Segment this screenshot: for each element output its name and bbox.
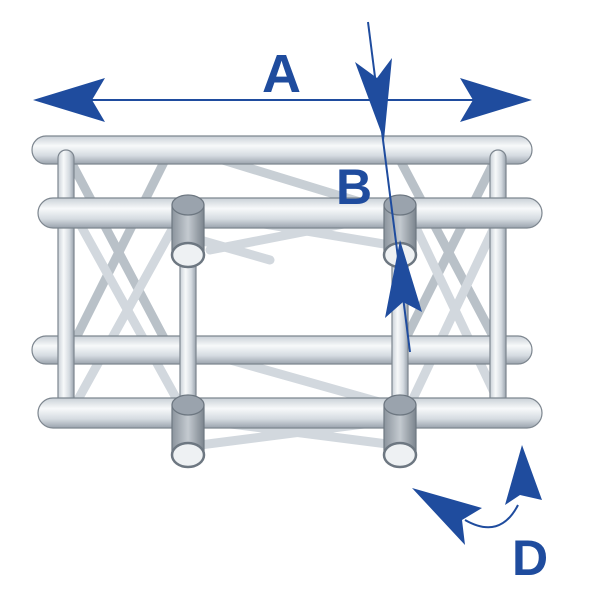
stub-tubes [170,194,418,469]
label-d: D [512,530,548,586]
dimension-a [33,78,532,122]
arrow-up-icon [385,240,422,318]
back-chords [31,135,533,365]
arrow-down-left-icon [412,488,482,545]
angle-d [412,445,542,545]
arrow-up-right-icon [505,445,542,505]
label-b: B [336,159,372,215]
arrow-right-icon [460,78,532,122]
dimension-b [355,21,422,353]
arrow-left-icon [33,78,105,122]
label-a: A [262,44,301,104]
arrow-down-icon [355,58,392,140]
